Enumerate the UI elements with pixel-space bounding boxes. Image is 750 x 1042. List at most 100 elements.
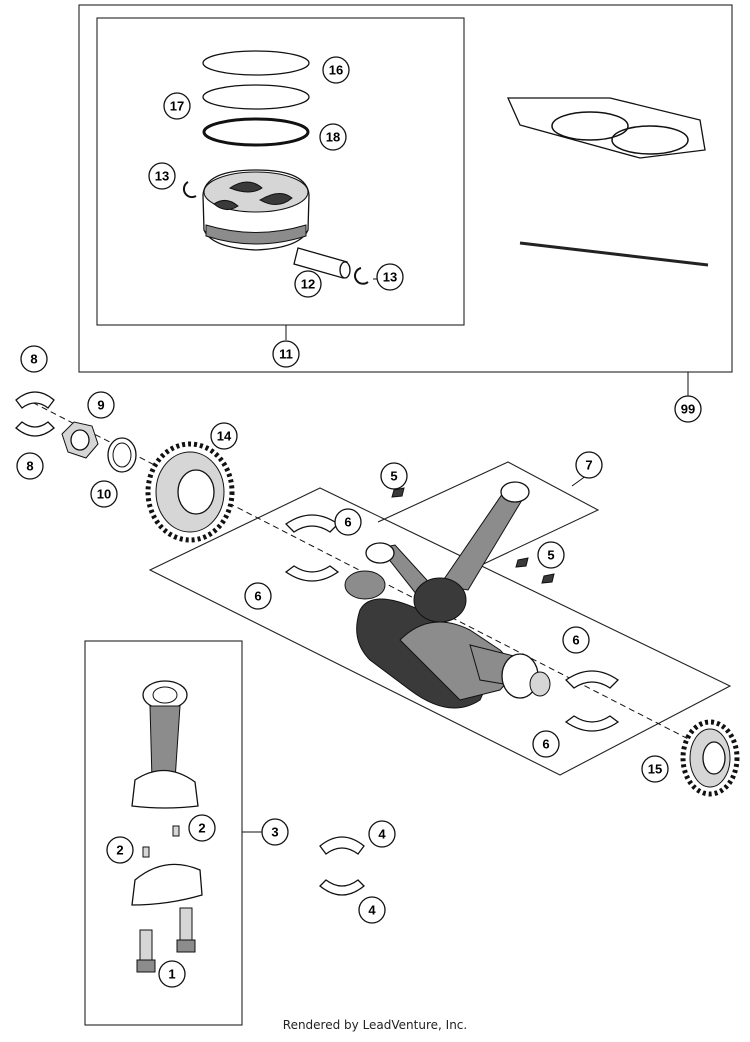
callout-circle [368, 820, 396, 848]
callout-3: 3 [261, 818, 289, 846]
callout-circle [188, 814, 216, 842]
callout-circle [537, 541, 565, 569]
callout-4: 4 [358, 896, 386, 924]
callout-7: 7 [575, 451, 603, 479]
bearing-shell-6d [564, 715, 620, 732]
callout-6: 6 [562, 626, 590, 654]
callout-circle [322, 56, 350, 84]
callout-circle [532, 730, 560, 758]
callout-18: 18 [319, 123, 347, 151]
callout-circle [575, 451, 603, 479]
gear-15 [680, 719, 740, 797]
callout-label: 3 [271, 825, 278, 840]
circlip-left-icon [182, 181, 197, 199]
crankshaft-bearing-frame [148, 487, 732, 776]
circlip-right-icon [354, 267, 369, 285]
callout-label: 1 [168, 967, 175, 982]
piston-pin [293, 247, 351, 279]
callout-12: 12 [294, 270, 322, 298]
callout-label: 13 [383, 270, 397, 285]
crankshaft-axis [23, 397, 701, 746]
callout-13: 13 [376, 263, 404, 291]
callout-16: 16 [322, 56, 350, 84]
rod-bolts [136, 907, 196, 973]
callout-label: 6 [572, 633, 579, 648]
piston-rings [202, 50, 310, 147]
callout-6: 6 [244, 582, 272, 610]
callout-2: 2 [106, 836, 134, 864]
dowel-2b [142, 846, 150, 858]
footer-credit: Rendered by LeadVenture, Inc. [282, 1018, 468, 1032]
head-gasket [506, 97, 706, 159]
callout-10: 10 [90, 480, 118, 508]
kit-99-frame [78, 4, 733, 373]
callout-8: 8 [20, 345, 48, 373]
callout-circle [272, 340, 300, 368]
callout-label: 12 [301, 277, 315, 292]
callout-5: 5 [537, 541, 565, 569]
key-5b [515, 557, 529, 568]
callout-circle [158, 960, 186, 988]
nut-9 [61, 421, 99, 459]
callout-circle [210, 422, 238, 450]
callout-label: 16 [329, 63, 343, 78]
callout-6: 6 [532, 730, 560, 758]
callout-circle [106, 836, 134, 864]
callout-circle [16, 452, 44, 480]
callout-8: 8 [16, 452, 44, 480]
callout-circle [380, 462, 408, 490]
callout-circle [20, 345, 48, 373]
callout-label: 17 [170, 99, 184, 114]
callout-label: 6 [344, 515, 351, 530]
callout-label: 14 [217, 429, 232, 444]
key-5c [541, 573, 555, 584]
callout-9: 9 [87, 391, 115, 419]
callout-label: 99 [681, 402, 695, 417]
callout-label: 6 [254, 589, 261, 604]
rod-cap [131, 863, 203, 906]
callout-label: 18 [326, 130, 340, 145]
conrod-assembly-frame [377, 461, 600, 577]
callout-circle [641, 755, 669, 783]
callout-label: 2 [198, 821, 205, 836]
callout-label: 2 [116, 843, 123, 858]
callout-circle [244, 582, 272, 610]
callout-label: 7 [585, 458, 592, 473]
bearing-shell-6c [564, 670, 620, 689]
bearing-shell-6a [284, 514, 340, 533]
callout-4: 4 [368, 820, 396, 848]
callout-circle [376, 263, 404, 291]
callout-label: 5 [547, 548, 554, 563]
washer-10 [107, 437, 137, 473]
callout-label: 6 [542, 737, 549, 752]
dowel-2a [172, 825, 180, 837]
callout-circle [148, 162, 176, 190]
callout-1: 1 [158, 960, 186, 988]
callout-11: 11 [272, 340, 300, 368]
callout-label: 15 [648, 762, 662, 777]
callout-circle [90, 480, 118, 508]
callout-label: 13 [155, 169, 169, 184]
bearing-shell-6b [284, 565, 340, 582]
gear-14 [145, 441, 235, 543]
installed-conrods [365, 481, 530, 623]
callout-label: 4 [368, 903, 376, 918]
callout-label: 10 [97, 487, 111, 502]
callout-circle [358, 896, 386, 924]
callout-circle [674, 395, 702, 423]
callout-circle [163, 92, 191, 120]
connecting-rod [131, 680, 199, 809]
callout-circle [261, 818, 289, 846]
callout-label: 11 [279, 347, 293, 362]
callout-label: 9 [97, 398, 104, 413]
callout-99: 99 [674, 395, 702, 423]
conrod-kit-3-frame [84, 640, 243, 1026]
callout-6: 6 [334, 508, 362, 536]
callout-circle [562, 626, 590, 654]
callout-label: 8 [26, 459, 33, 474]
crankshaft [344, 570, 551, 709]
bearing-shell-4-lower [319, 879, 365, 896]
callout-circle [319, 123, 347, 151]
bearing-shell-8-upper [15, 391, 55, 409]
